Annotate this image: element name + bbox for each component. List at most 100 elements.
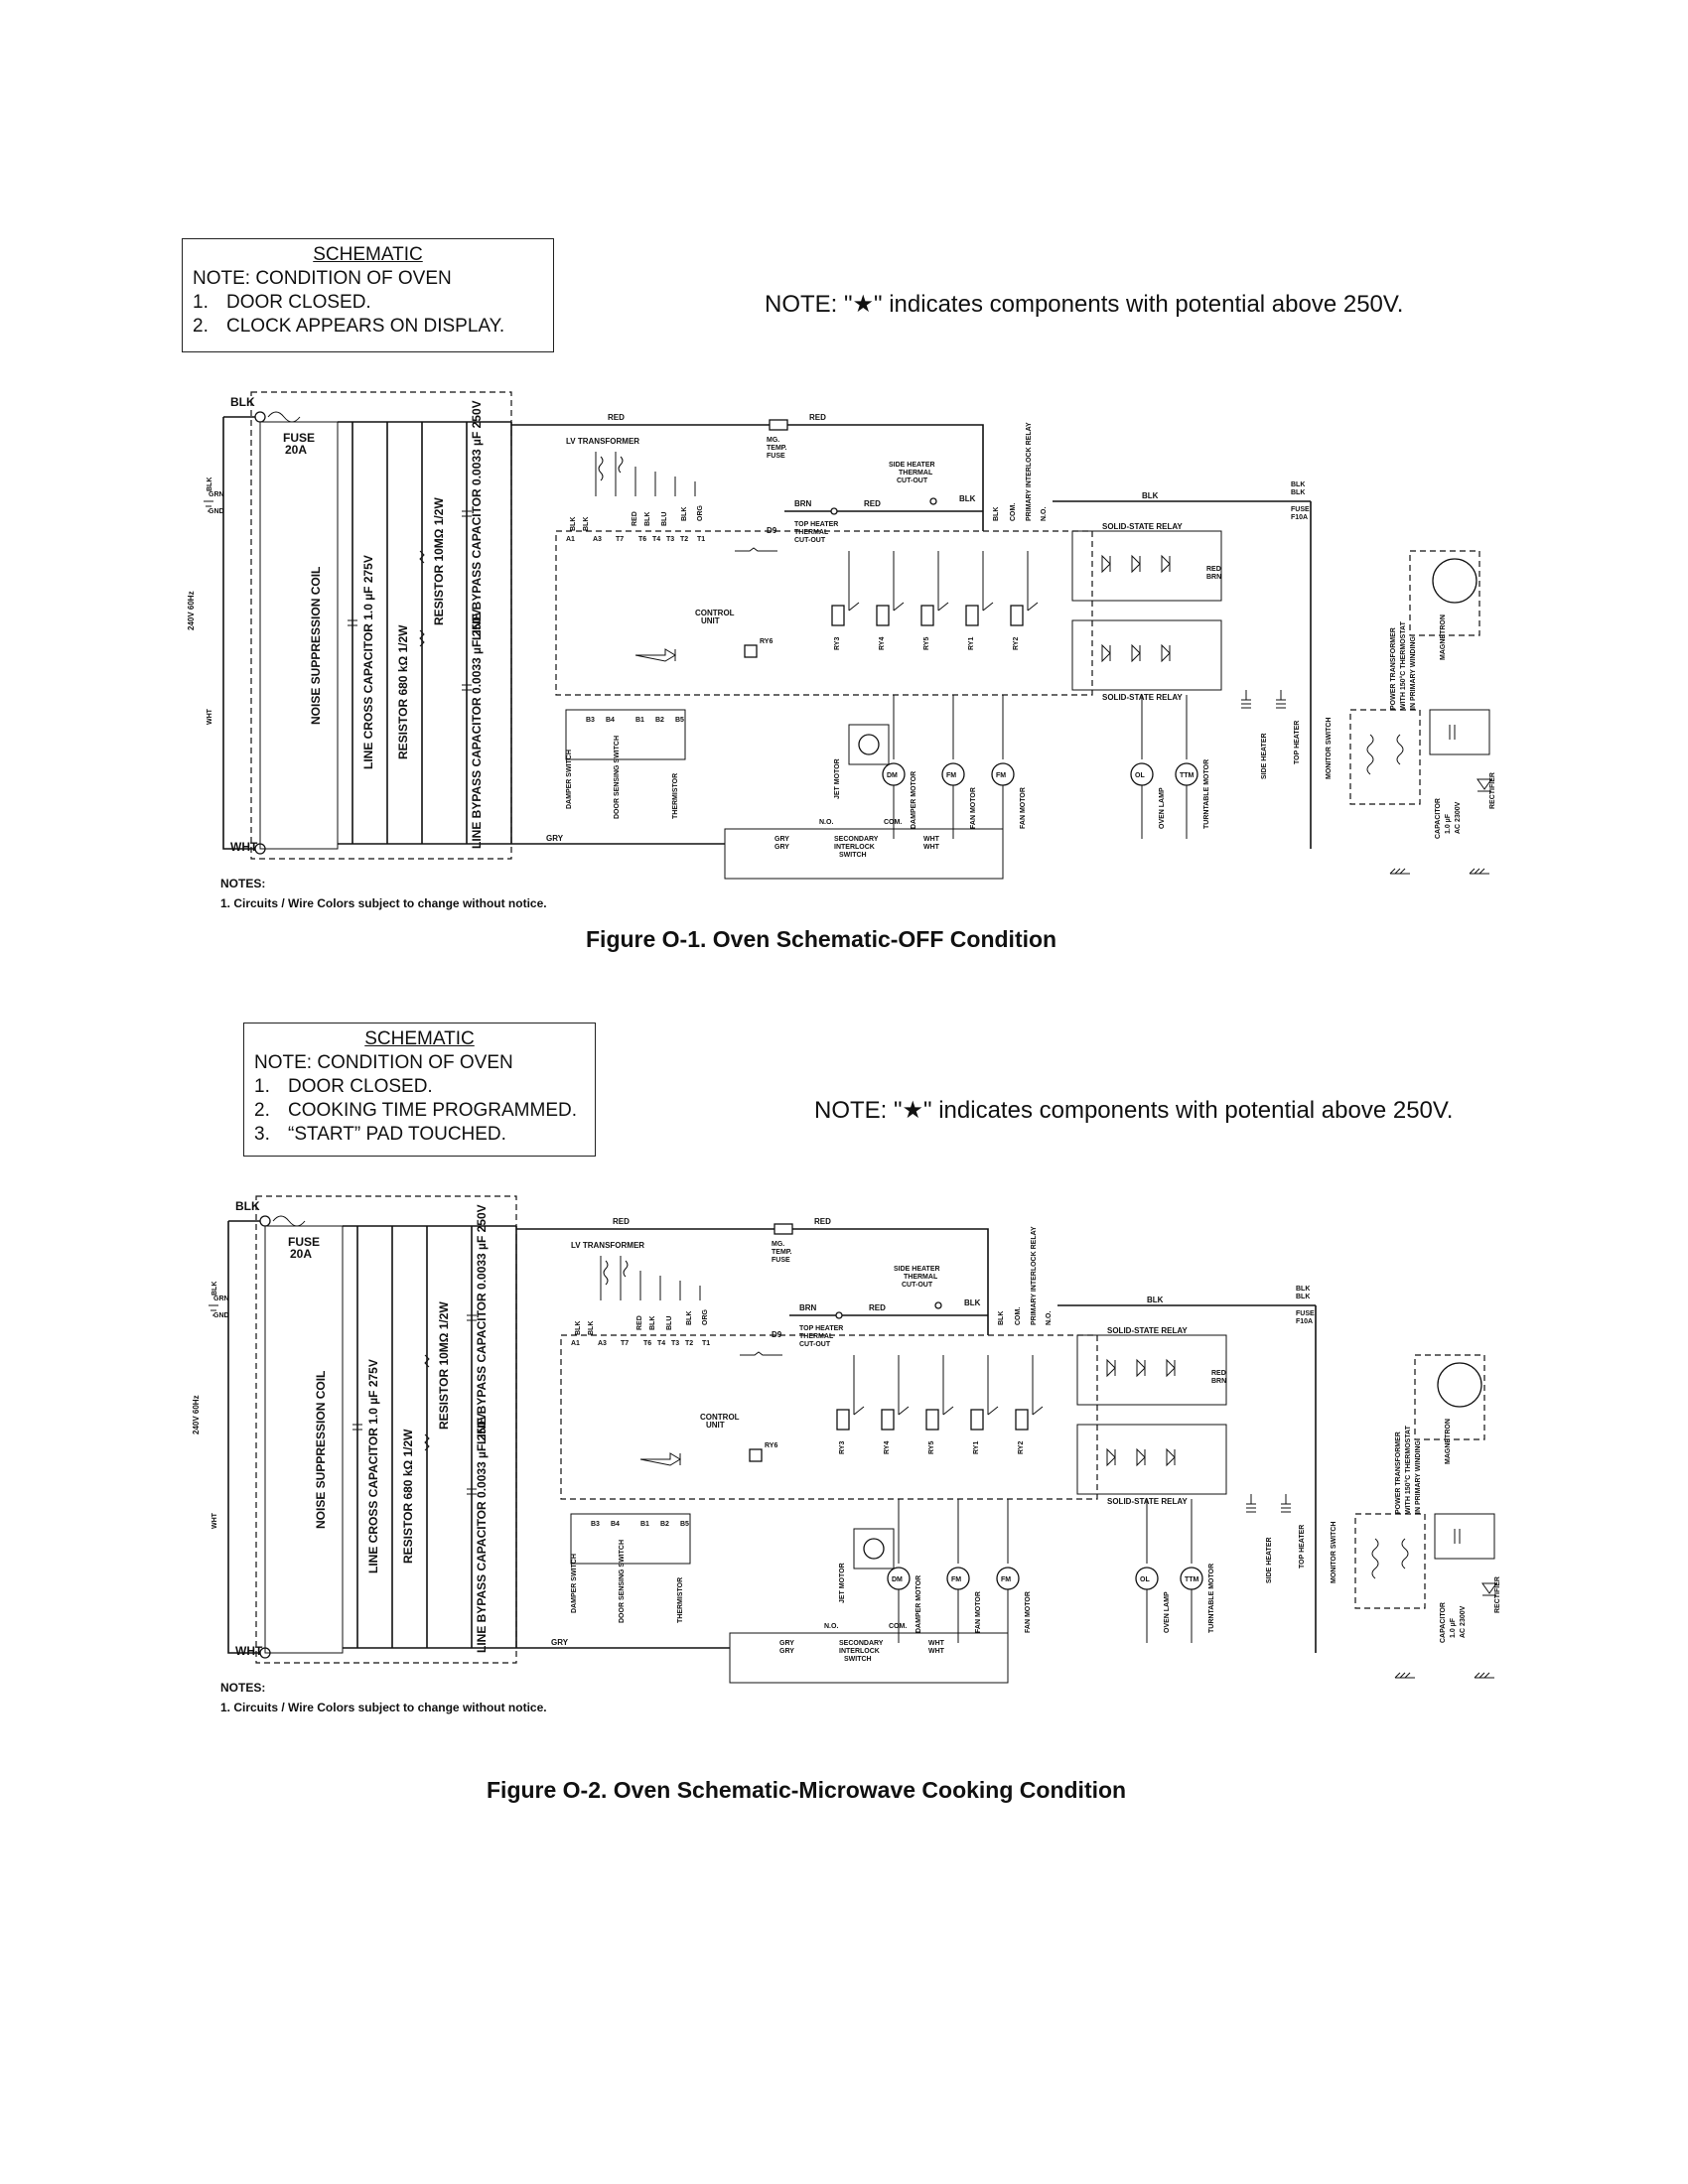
brn-label: BRN	[1211, 1378, 1226, 1385]
chassis-ground	[1469, 868, 1489, 875]
ssr-triac	[1161, 643, 1171, 663]
red-label: RED	[1206, 566, 1221, 573]
relay-coil	[836, 1409, 850, 1431]
wire-color: RED	[636, 1315, 643, 1330]
fuse-label: FUSE	[283, 431, 315, 445]
brn-label: BRN	[799, 1303, 817, 1312]
supply-rail	[227, 1220, 265, 1654]
transformer-coil	[1371, 1538, 1409, 1579]
top-red-wire	[511, 424, 984, 531]
side-heater-symbol	[1246, 1494, 1256, 1513]
secondary-switch-label: SECONDARY	[839, 1640, 884, 1647]
ssr-box	[1076, 1424, 1227, 1495]
blk-label: BLK	[1142, 491, 1159, 500]
top-heater-symbol	[1276, 690, 1286, 709]
terminal-label: A1	[566, 536, 575, 543]
wht-label: WHT	[235, 1644, 263, 1658]
top-heater-cutout-label: THERMAL	[799, 1333, 834, 1340]
side-heater-cutout-label: THERMAL	[899, 470, 933, 477]
no-label: N.O.	[819, 819, 833, 826]
notes-text: 1. Circuits / Wire Colors subject to cha…	[220, 896, 547, 910]
relay-contact	[937, 602, 949, 612]
thermistor-label: THERMISTOR	[672, 773, 679, 819]
line-bypass-cap-label: LINE BYPASS CAPACITOR 0.0033 µF 250V	[470, 609, 484, 849]
ssr-triac	[1166, 1358, 1176, 1378]
ssr-label: SOLID-STATE RELAY	[1102, 522, 1183, 531]
terminal-label: T6	[638, 536, 646, 543]
wire-color: ORG	[697, 505, 704, 522]
chassis-ground	[1394, 1672, 1415, 1679]
notes: NOTES: 1. Circuits / Wire Colors subject…	[220, 874, 547, 913]
motor-mark: FM	[946, 772, 956, 779]
capacitor-plates	[348, 510, 472, 691]
gry-label: GRY	[551, 1638, 569, 1647]
jet-motor-box	[848, 724, 890, 765]
motor-label: FAN MOTOR	[975, 1591, 982, 1633]
switch-terminal: B4	[611, 1521, 620, 1528]
blk-wire-label: BLK	[211, 1282, 218, 1296]
terminal-label: T7	[621, 1340, 629, 1347]
side-heater-cutout-label: SIDE HEATER	[889, 462, 935, 469]
magnetron-symbol	[1432, 558, 1477, 604]
cutout-contact	[835, 1311, 843, 1319]
hv-capacitor-box	[1429, 709, 1490, 755]
wire-color: BLK	[998, 1311, 1005, 1325]
rectifier-label: RECTIFIER	[1494, 1576, 1501, 1613]
capacitor-label: CAPACITOR	[1435, 798, 1442, 839]
relay-contact	[853, 1406, 865, 1416]
blk-label: BLK	[1296, 1294, 1310, 1300]
red-label: RED	[1211, 1370, 1226, 1377]
relay-contact	[1027, 602, 1039, 612]
fuse-label: FUSE	[288, 1235, 320, 1249]
terminal-label: T2	[685, 1340, 693, 1347]
line-cross-cap-label: LINE CROSS CAPACITOR 1.0 µF 275V	[366, 1359, 380, 1573]
blk-label: BLK	[1147, 1296, 1164, 1304]
power-transformer-box	[1354, 1513, 1426, 1609]
ground-symbol	[209, 1304, 218, 1316]
switch-terminal: B2	[655, 717, 664, 724]
power-transformer-label: POWER TRANSFORMER	[1395, 1432, 1402, 1514]
motor-mark: OL	[1140, 1576, 1150, 1583]
wht-label: WHT	[230, 840, 258, 854]
power-transformer-label: IN PRIMARY WINDING	[1410, 636, 1417, 710]
lv-transformer-coil	[603, 1260, 629, 1286]
power-transformer-label: WITH 150°C THERMOSTAT	[1399, 620, 1407, 710]
relay-contact	[987, 1406, 999, 1416]
noise-filter-box	[255, 1195, 517, 1664]
top-heater-cutout-label: TOP HEATER	[799, 1325, 843, 1332]
motor-label: FAN MOTOR	[970, 787, 977, 829]
magnetron-box	[1409, 550, 1480, 636]
switch-block	[570, 1513, 691, 1565]
supply-label: 240V 60Hz	[192, 1395, 201, 1434]
fuse-f10a-label: FUSE	[1291, 506, 1310, 513]
terminal-label: T3	[666, 536, 674, 543]
blk-label: BLK	[230, 395, 255, 409]
resistor-680-label: RESISTOR 680 kΩ 1/2W	[396, 624, 410, 759]
wire-color: RED	[632, 511, 638, 526]
control-unit-box	[560, 1334, 1098, 1500]
condition-step: 3.“START” PAD TOUCHED.	[254, 1124, 506, 1145]
ssr-triac	[1136, 1447, 1146, 1467]
fuse-f10a-label: F10A	[1296, 1318, 1313, 1325]
fuse-rating-label: 20A	[285, 443, 307, 457]
gry-label: GRY	[546, 834, 564, 843]
blk-label: BLK	[1291, 481, 1305, 488]
blk-wire-label: BLK	[207, 478, 213, 491]
switch-terminal: B2	[660, 1521, 669, 1528]
damper-switch-label: DAMPER SWITCH	[566, 750, 573, 809]
filter-bus	[343, 1225, 516, 1649]
rectifier-label: RECTIFIER	[1489, 772, 1496, 809]
motor-mark: TTM	[1180, 772, 1195, 779]
fuse-f10a-label: F10A	[1291, 514, 1308, 521]
red-label: RED	[864, 499, 881, 508]
mg-fuse-label: TEMP.	[772, 1249, 792, 1256]
wht-label: WHT	[928, 1648, 945, 1655]
notes-heading: NOTES:	[220, 1681, 266, 1695]
hv-capacitor-box	[1434, 1513, 1495, 1560]
jet-motor-label: JET MOTOR	[834, 758, 841, 799]
magnetron-symbol	[1437, 1362, 1482, 1408]
grn-label: GRN	[209, 491, 224, 498]
wire-color: BLK	[575, 1321, 582, 1335]
power-transformer-box	[1349, 709, 1421, 805]
terminal-label: A3	[593, 536, 602, 543]
